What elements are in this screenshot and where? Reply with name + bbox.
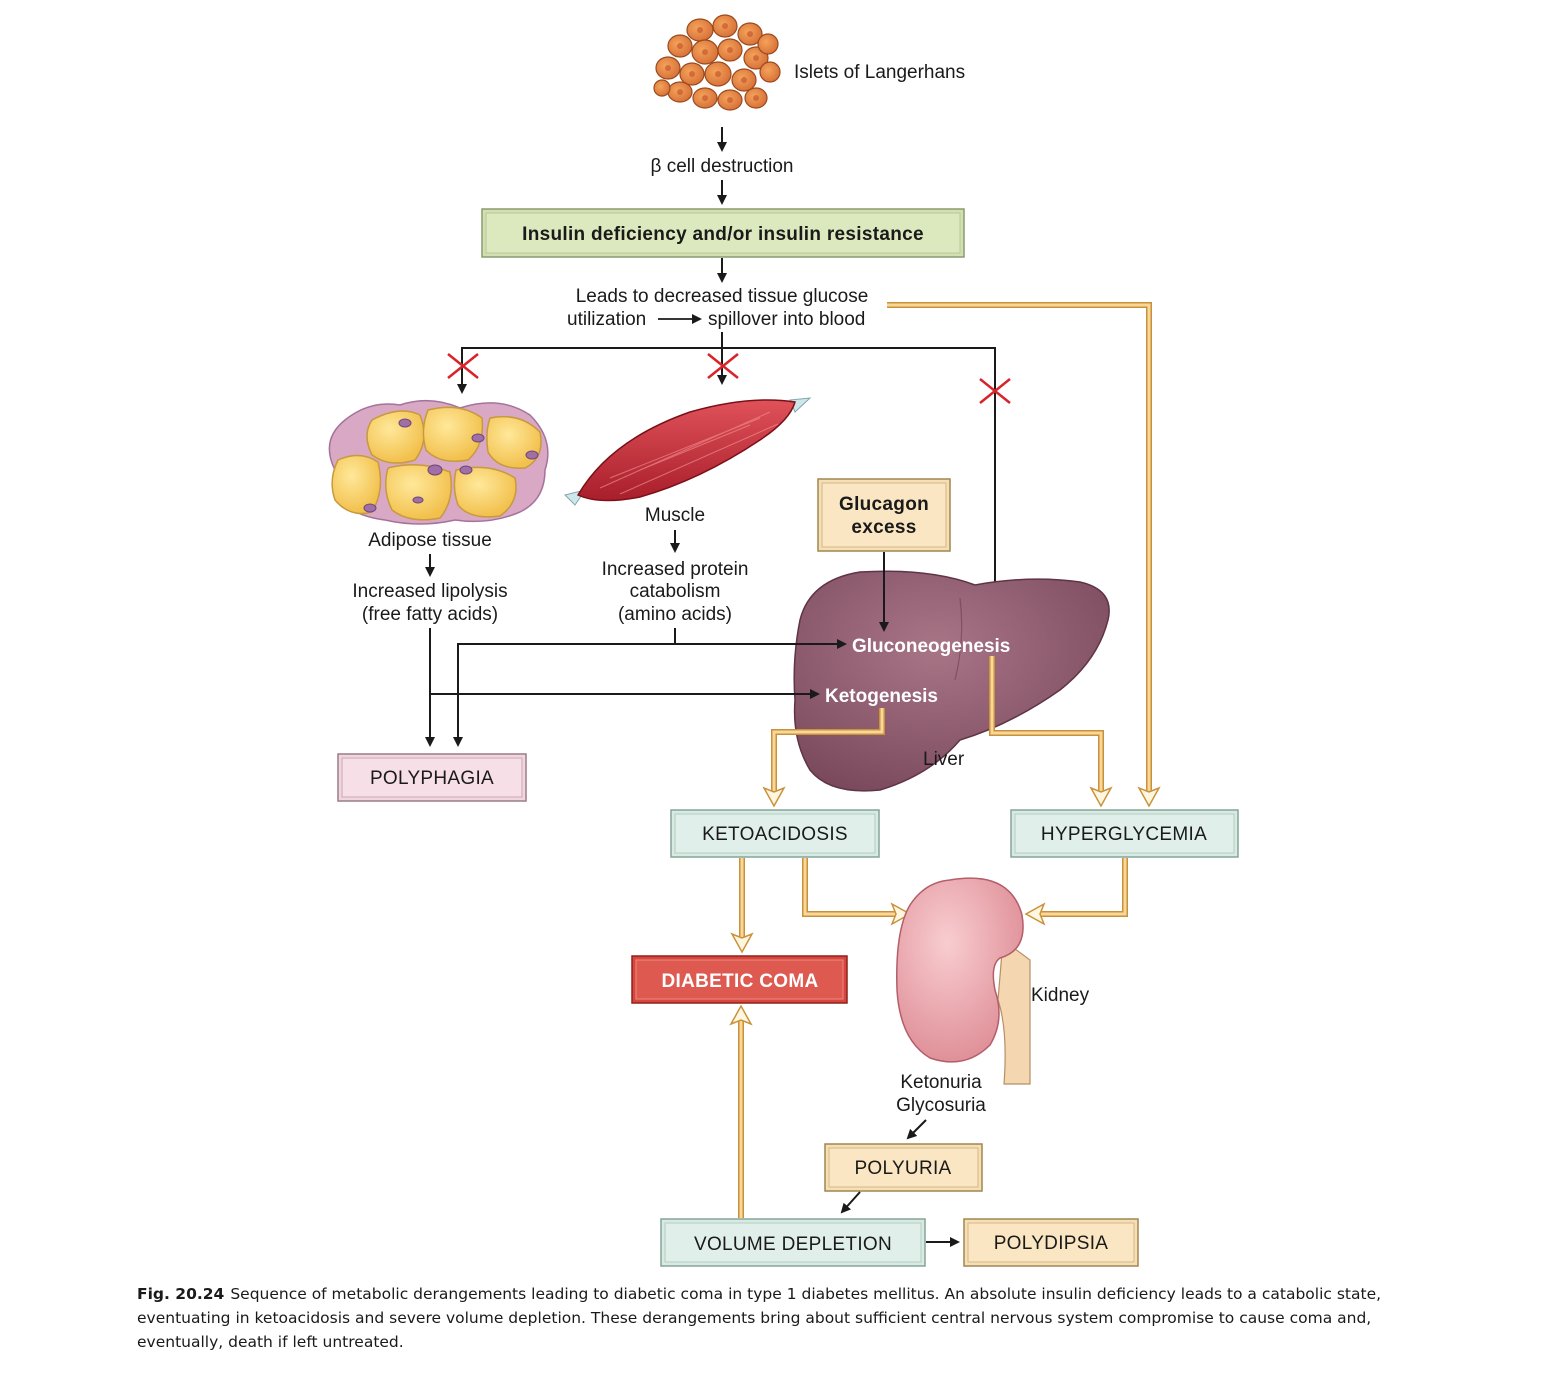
kidney-label: Kidney	[1031, 985, 1090, 1006]
arrow-polyuria-to-volume	[840, 1191, 861, 1214]
leads-line2-utilization: utilization	[567, 309, 646, 330]
polyphagia-label: POLYPHAGIA	[370, 768, 494, 789]
adipose-illustration	[328, 399, 549, 525]
leads-line2-spillover: spillover into blood	[708, 309, 865, 330]
hyperglycemia-box: HYPERGLYCEMIA	[1010, 809, 1239, 858]
glucagon-line2: excess	[851, 517, 916, 538]
kidney-illustration	[896, 877, 1031, 1085]
leads-line1: Leads to decreased tissue glucose	[576, 286, 869, 307]
polyuria-label: POLYURIA	[854, 1158, 951, 1179]
diabetic-coma-box: DIABETIC COMA	[631, 955, 848, 1004]
orange-spillover-arrow	[887, 302, 1161, 808]
orange-lower-arrows	[729, 858, 1128, 1218]
insulin-box-label: Insulin deficiency and/or insulin resist…	[522, 224, 924, 245]
liver-label: Liver	[923, 749, 965, 770]
muscle-label: Muscle	[645, 505, 705, 526]
lipolysis-line2: (free fatty acids)	[362, 604, 498, 625]
block-crosses	[447, 353, 1011, 404]
adipose-label: Adipose tissue	[368, 530, 492, 551]
insulin-deficiency-box: Insulin deficiency and/or insulin resist…	[481, 208, 965, 258]
polydipsia-label: POLYDIPSIA	[994, 1233, 1109, 1254]
gluconeogenesis-label: Gluconeogenesis	[852, 636, 1010, 657]
volume-depletion-label: VOLUME DEPLETION	[694, 1234, 892, 1255]
ketogenesis-label: Ketogenesis	[825, 686, 938, 707]
muscle-illustration	[564, 397, 812, 506]
glycosuria-label: Glycosuria	[896, 1095, 986, 1116]
protein-line2: catabolism	[630, 581, 721, 602]
ketonuria-label: Ketonuria	[900, 1072, 982, 1093]
orange-liver-arrows	[762, 656, 1113, 808]
protein-line1: Increased protein	[602, 559, 749, 580]
glucagon-excess-box: Glucagon excess	[817, 478, 951, 552]
protein-line3: (amino acids)	[618, 604, 732, 625]
arrow-urine-to-polyuria	[906, 1119, 927, 1140]
islets-illustration	[653, 14, 781, 111]
polyphagia-box: POLYPHAGIA	[337, 753, 527, 802]
beta-destruction-label: β cell destruction	[651, 156, 794, 177]
glucagon-line1: Glucagon	[839, 494, 929, 515]
lipolysis-line1: Increased lipolysis	[352, 581, 507, 602]
islets-label: Islets of Langerhans	[794, 62, 965, 83]
volume-depletion-box: VOLUME DEPLETION	[660, 1218, 926, 1267]
hyperglycemia-label: HYPERGLYCEMIA	[1041, 824, 1207, 845]
ketoacidosis-box: KETOACIDOSIS	[670, 809, 880, 858]
ketoacidosis-label: KETOACIDOSIS	[702, 824, 848, 845]
feeding-arrows	[425, 628, 847, 747]
polydipsia-box: POLYDIPSIA	[963, 1218, 1139, 1267]
diabetes-flow-diagram: Islets of Langerhans β cell destruction …	[328, 14, 1239, 1267]
caption-text: Sequence of metabolic derangements leadi…	[137, 1285, 1382, 1351]
liver-illustration	[793, 570, 1110, 792]
figure-number: Fig. 20.24	[137, 1285, 225, 1303]
diabetic-coma-label: DIABETIC COMA	[662, 971, 819, 992]
polyuria-box: POLYURIA	[824, 1143, 983, 1192]
